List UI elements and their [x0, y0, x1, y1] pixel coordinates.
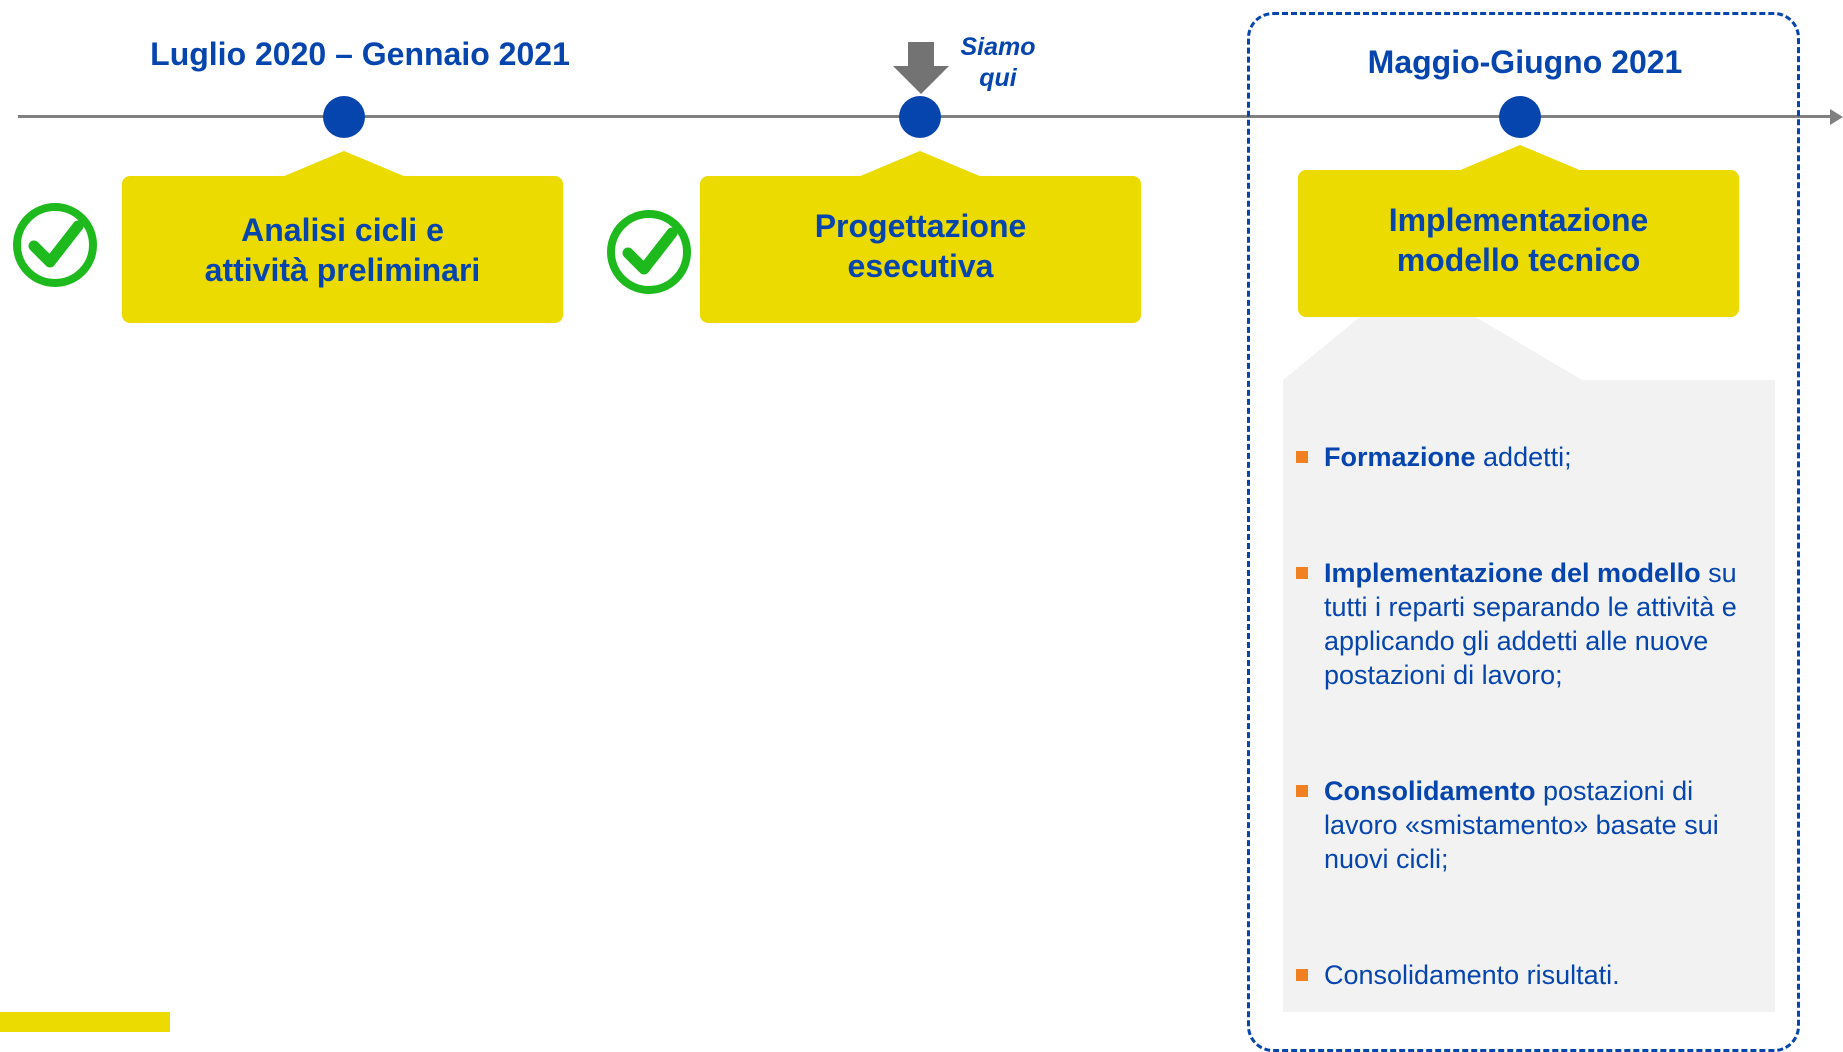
bullet-marker — [1296, 567, 1308, 579]
detail-item-text: Consolidamento risultati. — [1324, 960, 1620, 990]
detail-item: Formazione addetti; — [1296, 440, 1766, 474]
bullet-marker — [1296, 451, 1308, 463]
detail-item-text: postazioni di lavoro «smistamento» basat… — [1324, 776, 1719, 874]
phase-1-milestone-dot — [323, 96, 365, 138]
detail-list: Formazione addetti; Implementazione del … — [1296, 440, 1766, 992]
phase-1-title-line1: Analisi cicli e — [241, 211, 444, 248]
phase-2-milestone-dot — [899, 96, 941, 138]
timeline-arrowhead — [1830, 109, 1843, 125]
detail-panel-connector — [1283, 316, 1582, 380]
current-marker-label: Siamo qui — [950, 32, 1046, 94]
detail-item-text: addetti; — [1475, 442, 1572, 472]
detail-item-bold: Implementazione del modello — [1324, 558, 1701, 588]
corner-tag — [0, 1012, 170, 1032]
phase-2-title-line2: esecutiva — [847, 247, 994, 284]
detail-panel — [1283, 380, 1775, 1012]
detail-item-bold: Formazione — [1324, 442, 1476, 472]
bullet-marker — [1296, 785, 1308, 797]
phase-3-milestone-dot — [1499, 96, 1541, 138]
current-marker-line2: qui — [979, 64, 1017, 92]
phase-2-title-line1: Progettazione — [814, 207, 1027, 244]
detail-item-bold: Consolidamento — [1324, 776, 1536, 806]
detail-item: Consolidamento postazioni di lavoro «smi… — [1296, 774, 1766, 876]
detail-item-text: su tutti i reparti separando le attività… — [1324, 558, 1737, 690]
check-circle-icon — [13, 203, 97, 287]
check-circle-icon — [607, 210, 691, 294]
phase-1-tab — [282, 151, 406, 177]
phase-1-title-line2: attività preliminari — [204, 251, 481, 288]
phase-3-tab — [1458, 145, 1582, 171]
phase-3-date: Maggio-Giugno 2021 — [1367, 44, 1683, 80]
detail-item: Implementazione del modello su tutti i r… — [1296, 556, 1766, 692]
phase-1-date: Luglio 2020 – Gennaio 2021 — [150, 36, 570, 72]
phase-3-title-line1: Implementazione — [1388, 201, 1649, 238]
phase-3-box: Implementazione modello tecnico — [1298, 170, 1739, 317]
current-marker-line1: Siamo — [960, 33, 1036, 61]
detail-item: Consolidamento risultati. — [1296, 958, 1766, 992]
phase-1-box: Analisi cicli e attività preliminari — [122, 176, 563, 323]
phase-2-tab — [858, 151, 982, 177]
phase-3-title-line2: modello tecnico — [1396, 241, 1641, 278]
down-arrow-icon — [893, 42, 949, 94]
phase-2-box: Progettazione esecutiva — [700, 176, 1141, 323]
bullet-marker — [1296, 969, 1308, 981]
